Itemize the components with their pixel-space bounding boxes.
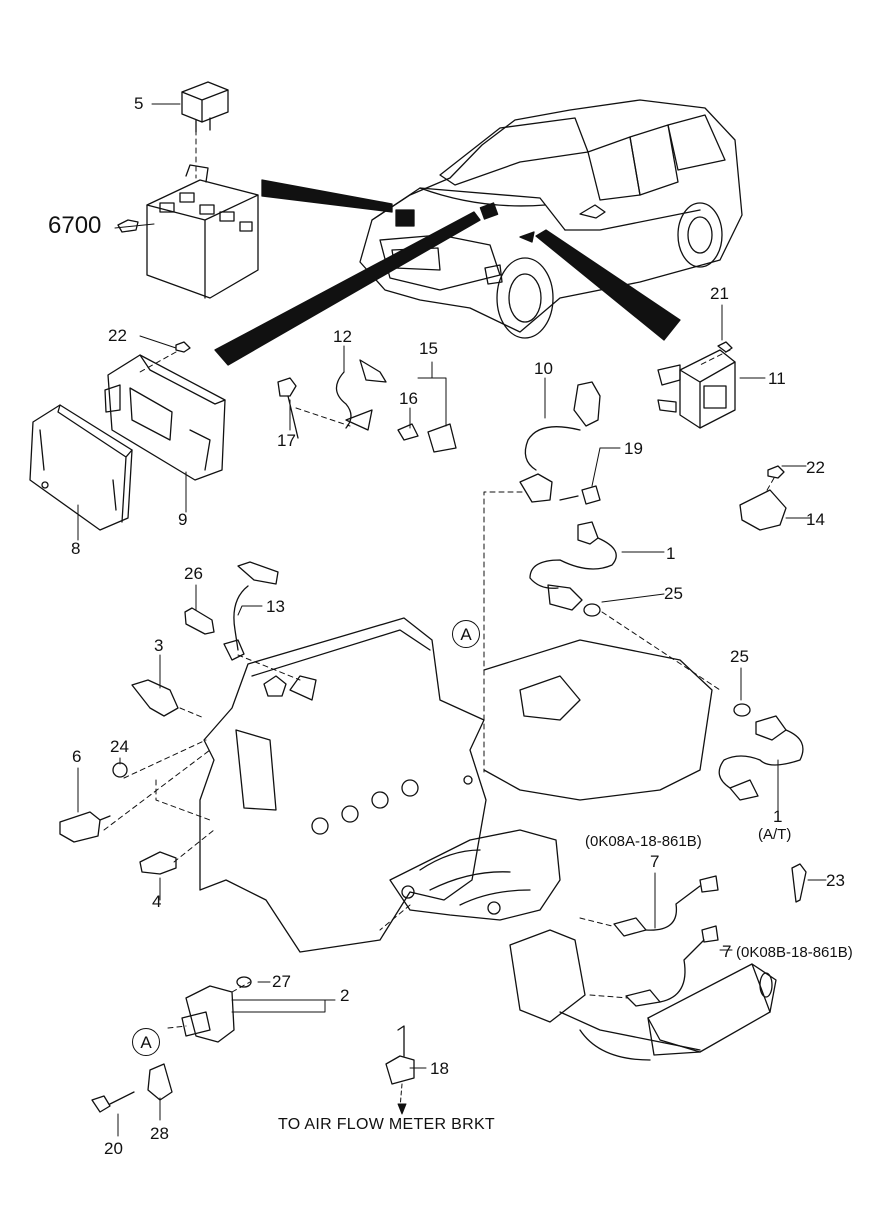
callout-16: 16 bbox=[399, 389, 418, 408]
callout-1-upper: 1 bbox=[666, 544, 676, 563]
callout-18: 18 bbox=[430, 1059, 449, 1078]
callout-12: 12 bbox=[333, 327, 352, 346]
callout-22-top: 22 bbox=[108, 326, 127, 345]
callout-26: 26 bbox=[184, 564, 203, 583]
callout-15: 15 bbox=[419, 339, 438, 358]
callout-9: 9 bbox=[178, 510, 188, 529]
exhaust-system bbox=[389, 829, 777, 1061]
air-flow-meter-bracket-note: TO AIR FLOW METER BRKT bbox=[278, 1116, 495, 1133]
callout-20: 20 bbox=[104, 1139, 123, 1158]
callout-22-right: 22 bbox=[806, 458, 825, 477]
oxygen-sensors-lower bbox=[613, 703, 807, 1007]
callout-25-upper: 25 bbox=[664, 584, 683, 603]
callout-27: 27 bbox=[272, 972, 291, 991]
engine-block bbox=[199, 617, 713, 953]
reference-a-upper: A bbox=[452, 620, 480, 648]
callout-10: 10 bbox=[534, 359, 553, 378]
callout-25-right: 25 bbox=[730, 647, 749, 666]
callout-4: 4 bbox=[152, 892, 162, 911]
callout-13: 13 bbox=[266, 597, 285, 616]
callout-1-lower: 1 bbox=[773, 807, 783, 826]
callout-11: 11 bbox=[768, 369, 786, 388]
upper-sensors bbox=[277, 359, 601, 505]
callout-6: 6 bbox=[72, 747, 82, 766]
callout-5: 5 bbox=[134, 94, 144, 113]
pointer-arrow-ecu bbox=[214, 211, 481, 366]
dashed-alignment-lines bbox=[103, 129, 775, 1029]
control-module bbox=[657, 341, 787, 531]
pointer-arrow-relay-box bbox=[261, 179, 393, 213]
callout-24: 24 bbox=[110, 737, 129, 756]
reference-a-lower: A bbox=[132, 1028, 160, 1056]
callout-7-lower: 7 bbox=[722, 942, 732, 961]
vehicle-illustration bbox=[359, 99, 743, 339]
callout-23: 23 bbox=[826, 871, 845, 890]
callout-3: 3 bbox=[154, 636, 164, 655]
callout-8: 8 bbox=[71, 539, 81, 558]
left-sensors bbox=[59, 561, 279, 875]
callout-7-upper-note: (0K08A-18-861B) bbox=[585, 833, 702, 850]
callout-7-upper: 7 bbox=[650, 852, 660, 871]
oxygen-sensor-right bbox=[529, 521, 617, 617]
callout-1-note: (A/T) bbox=[758, 826, 792, 843]
callout-19: 19 bbox=[624, 439, 643, 458]
callout-17: 17 bbox=[277, 431, 296, 450]
callout-14: 14 bbox=[806, 510, 825, 529]
callout-21: 21 bbox=[710, 284, 729, 303]
relay-box bbox=[117, 81, 259, 299]
pointer-arrow-module bbox=[535, 229, 681, 341]
ecu-and-bracket bbox=[29, 341, 226, 531]
leader-lines bbox=[77, 103, 827, 1137]
callout-7-lower-note: (0K08B-18-861B) bbox=[736, 944, 853, 961]
lower-bracket-parts bbox=[91, 976, 415, 1113]
callout-6700: 6700 bbox=[48, 212, 102, 239]
callout-2: 2 bbox=[340, 986, 350, 1005]
callout-28: 28 bbox=[150, 1124, 169, 1143]
